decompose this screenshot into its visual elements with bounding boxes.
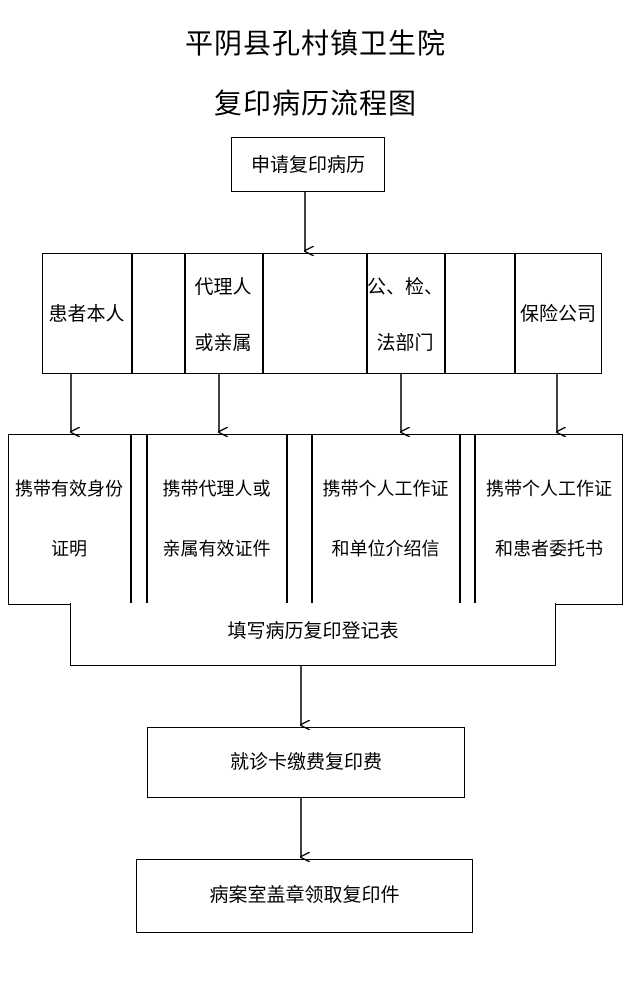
fill-form-box bbox=[70, 603, 556, 666]
stamp-label: 病案室盖章领取复印件 bbox=[209, 884, 400, 906]
divider bbox=[366, 253, 368, 374]
divider bbox=[444, 253, 446, 374]
divider bbox=[184, 253, 186, 374]
divider bbox=[311, 434, 313, 605]
applicant-police-l2: 法部门 bbox=[376, 332, 434, 354]
req-police-l2: 和单位介绍信 bbox=[331, 539, 440, 560]
start-box bbox=[231, 137, 385, 192]
req-self-l2: 证明 bbox=[51, 539, 87, 560]
fill-form-label: 填写病历复印登记表 bbox=[227, 620, 399, 642]
divider bbox=[130, 434, 132, 605]
requirement-row bbox=[8, 434, 623, 605]
divider bbox=[514, 253, 516, 374]
req-insurance-l2: 和患者委托书 bbox=[495, 539, 603, 560]
applicant-row bbox=[42, 253, 602, 374]
pay-box bbox=[147, 727, 465, 798]
divider bbox=[286, 434, 288, 605]
pay-label: 就诊卡缴费复印费 bbox=[229, 751, 382, 773]
applicant-insurance: 保险公司 bbox=[519, 303, 596, 325]
divider bbox=[146, 434, 148, 605]
divider bbox=[474, 434, 476, 605]
req-agent-l2: 亲属有效证件 bbox=[162, 539, 271, 560]
stamp-box bbox=[136, 859, 473, 933]
divider bbox=[262, 253, 264, 374]
diagram-title: 平阴县孔村镇卫生院 bbox=[184, 27, 446, 60]
req-agent-l1: 携带代理人或 bbox=[162, 479, 271, 500]
applicant-police-l1: 公、检、 bbox=[366, 276, 443, 298]
applicant-agent-l1: 代理人 bbox=[194, 276, 252, 298]
req-self-l1: 携带有效身份 bbox=[15, 479, 123, 500]
start-label: 申请复印病历 bbox=[250, 154, 365, 176]
applicant-self: 患者本人 bbox=[48, 303, 125, 325]
applicant-agent-l2: 或亲属 bbox=[194, 332, 252, 354]
divider bbox=[131, 253, 133, 374]
req-insurance-l1: 携带个人工作证 bbox=[486, 479, 612, 500]
divider bbox=[459, 434, 461, 605]
req-police-l1: 携带个人工作证 bbox=[322, 479, 449, 500]
diagram-subtitle: 复印病历流程图 bbox=[213, 87, 417, 120]
